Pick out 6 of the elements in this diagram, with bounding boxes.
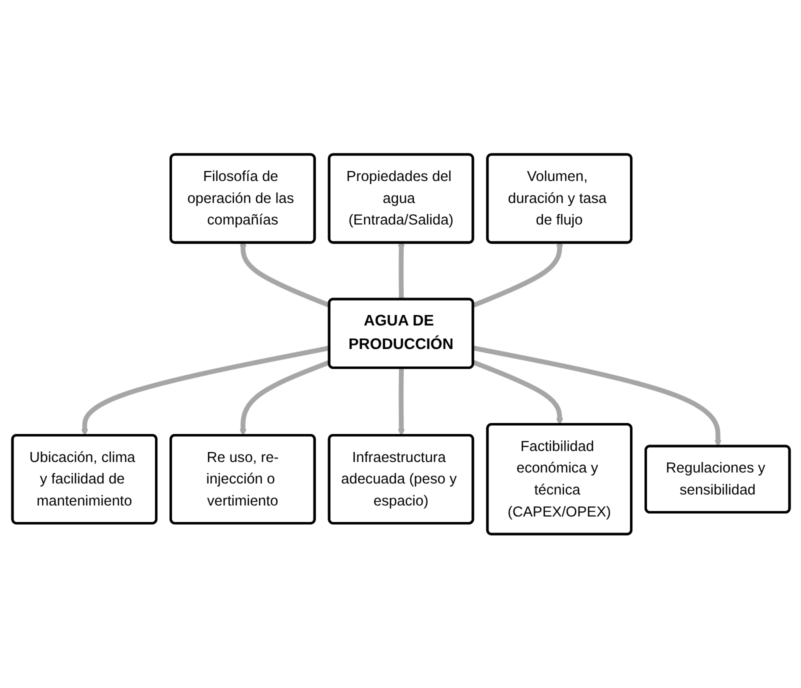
arrow [397,368,404,436]
arrow [472,345,722,446]
diagram: Filosofía de operación de las compañías Propiedades del agua (Entrada/Salida) Volumen, duración y tasa de flujo AGUA DE PRODUCCIÓN Ubicación, clima y facilidad de mantenimiento Re uso, re-injección o vertimiento Infraestructura adecuada (peso y espacio) Factibilidad económica y técnica (CAPEX/OPEX) Regulaciones y sensibilidad [6,148,796,540]
arrow [80,345,330,436]
arrow [472,360,563,425]
arrow [238,360,330,436]
